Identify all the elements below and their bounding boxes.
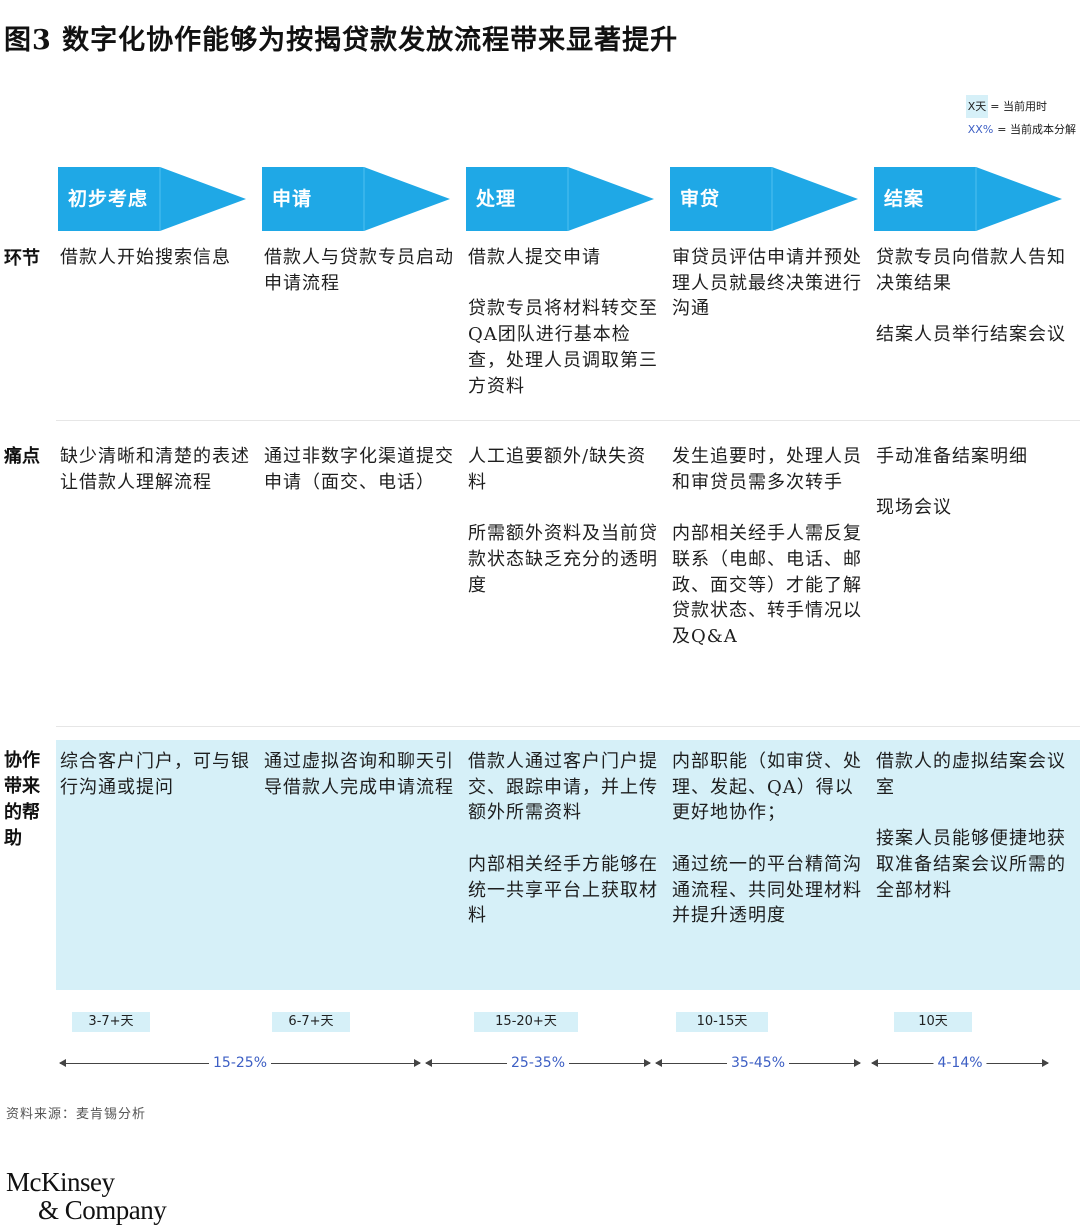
pain-cell-1: 缺少清晰和清楚的表述让借款人理解流程 xyxy=(60,444,250,495)
cost-value: 4-14% xyxy=(933,1054,987,1072)
days-badge-3: 15-20+天 xyxy=(474,1012,578,1032)
stage-banner-4: 审贷 xyxy=(670,167,858,231)
days-badge-2: 6-7+天 xyxy=(272,1012,350,1032)
row-divider xyxy=(56,420,1080,421)
legend-days-key: X天 xyxy=(965,95,989,118)
stage-name: 处理 xyxy=(476,188,517,210)
cell-text: 手动准备结案明细 xyxy=(876,446,1028,467)
stage-name: 结案 xyxy=(884,188,925,210)
cell-text: 综合客户门户，可与银行沟通或提问 xyxy=(60,751,250,798)
help-row-background xyxy=(56,740,1080,990)
arrow-right-icon xyxy=(414,1059,421,1067)
legend-cost-key: XX% xyxy=(967,123,994,136)
arrow-left-icon xyxy=(59,1059,66,1067)
cell-text: 借款人提交申请 xyxy=(468,247,601,268)
row-label-pain: 痛点 xyxy=(4,446,40,467)
stage-cell-2: 借款人与贷款专员启动申请流程 xyxy=(264,245,454,296)
cost-span-2: 25-35% xyxy=(425,1054,651,1072)
cell-text: 借款人的虚拟结案会议室 xyxy=(876,751,1066,798)
row-label-stage: 环节 xyxy=(4,248,40,269)
cell-text: 贷款专员将材料转交至QA团队进行基本检查，处理人员调取第三方资料 xyxy=(468,298,658,397)
arrow-right-icon xyxy=(854,1059,861,1067)
cost-value: 35-45% xyxy=(727,1054,789,1072)
stage-banner-2: 申请 xyxy=(262,167,450,231)
days-badge-1: 3-7+天 xyxy=(72,1012,150,1032)
help-cell-5: 借款人的虚拟结案会议室 接案人员能够便捷地获取准备结案会议所需的全部材料 xyxy=(876,749,1066,903)
days-badge-5: 10天 xyxy=(894,1012,972,1032)
stage-banner-1: 初步考虑 xyxy=(58,167,246,231)
cell-text: 贷款专员向借款人告知决策结果 xyxy=(876,247,1066,294)
mckinsey-logo: McKinsey & Company xyxy=(6,1167,167,1225)
banner-arrow-shape xyxy=(58,167,246,231)
pain-cell-5: 手动准备结案明细 现场会议 xyxy=(876,444,1066,521)
cell-text: 借款人通过客户门户提交、跟踪申请，并上传额外所需资料 xyxy=(468,751,658,824)
stage-banner-5: 结案 xyxy=(874,167,1062,231)
cell-text: 人工追要额外/缺失资料 xyxy=(468,446,647,493)
stage-name: 初步考虑 xyxy=(68,188,149,210)
pain-cell-4: 发生追要时，处理人员和审贷员需多次转手 内部相关经手人需反复联系（电邮、电话、邮… xyxy=(672,444,862,650)
stage-name: 申请 xyxy=(272,188,313,210)
stage-cell-3: 借款人提交申请 贷款专员将材料转交至QA团队进行基本检查，处理人员调取第三方资料 xyxy=(468,245,658,399)
stage-cell-1: 借款人开始搜索信息 xyxy=(60,245,250,271)
banner-arrow-shape xyxy=(874,167,1062,231)
cell-text: 通过虚拟咨询和聊天引导借款人完成申请流程 xyxy=(264,751,454,798)
row-label-help: 协作带来的帮助 xyxy=(4,750,40,849)
cost-span-4: 4-14% xyxy=(871,1054,1049,1072)
stage-name: 审贷 xyxy=(680,188,721,210)
cell-text: 缺少清晰和清楚的表述让借款人理解流程 xyxy=(60,446,250,493)
row-divider xyxy=(56,726,1080,727)
source-note: 资料来源：麦肯锡分析 xyxy=(6,1107,147,1122)
legend-days: X天 = 当前用时 xyxy=(965,95,1076,118)
cell-text: 所需额外资料及当前贷款状态缺乏充分的透明度 xyxy=(468,523,658,596)
cell-text: 内部职能（如审贷、处理、发起、QA）得以更好地协作； xyxy=(672,751,862,824)
stage-cell-5: 贷款专员向借款人告知决策结果 结案人员举行结案会议 xyxy=(876,245,1066,348)
cell-text: 通过统一的平台精简沟通流程、共同处理材料并提升透明度 xyxy=(672,853,862,927)
cell-text: 内部相关经手方能够在统一共享平台上获取材料 xyxy=(468,853,658,927)
cell-text: 审贷员评估申请并预处理人员就最终决策进行沟通 xyxy=(672,247,862,320)
help-cell-3: 借款人通过客户门户提交、跟踪申请，并上传额外所需资料 内部相关经手方能够在统一共… xyxy=(468,749,658,929)
legend: X天 = 当前用时 XX% = 当前成本分解 xyxy=(965,95,1076,141)
cost-span-1: 15-25% xyxy=(59,1054,421,1072)
cell-text: 接案人员能够便捷地获取准备结案会议所需的全部材料 xyxy=(876,828,1066,901)
help-cell-4: 内部职能（如审贷、处理、发起、QA）得以更好地协作； 通过统一的平台精简沟通流程… xyxy=(672,749,862,929)
stage-banner-3: 处理 xyxy=(466,167,654,231)
arrow-left-icon xyxy=(425,1059,432,1067)
cost-value: 25-35% xyxy=(507,1054,569,1072)
cost-span-3: 35-45% xyxy=(655,1054,861,1072)
logo-line-2: & Company xyxy=(38,1195,167,1225)
legend-cost: XX% = 当前成本分解 xyxy=(966,118,1076,141)
cell-text: 借款人开始搜索信息 xyxy=(60,247,231,268)
arrow-right-icon xyxy=(1042,1059,1049,1067)
banner-arrow-shape xyxy=(262,167,450,231)
page-title: 图3 数字化协作能够为按揭贷款发放流程带来显著提升 xyxy=(4,25,679,56)
help-cell-1: 综合客户门户，可与银行沟通或提问 xyxy=(60,749,250,800)
banner-arrow-shape xyxy=(466,167,654,231)
cell-text: 发生追要时，处理人员和审贷员需多次转手 xyxy=(672,446,862,493)
legend-days-desc: = 当前用时 xyxy=(990,100,1048,113)
arrow-right-icon xyxy=(644,1059,651,1067)
pain-cell-3: 人工追要额外/缺失资料 所需额外资料及当前贷款状态缺乏充分的透明度 xyxy=(468,444,658,598)
cost-value: 15-25% xyxy=(209,1054,271,1072)
banner-arrow-shape xyxy=(670,167,858,231)
logo-line-1: McKinsey xyxy=(6,1167,115,1197)
cell-text: 结案人员举行结案会议 xyxy=(876,324,1066,346)
help-cell-2: 通过虚拟咨询和聊天引导借款人完成申请流程 xyxy=(264,749,454,800)
cell-text: 借款人与贷款专员启动申请流程 xyxy=(264,247,454,294)
cell-text: 内部相关经手人需反复联系（电邮、电话、邮政、面交等）才能了解贷款状态、转手情况以… xyxy=(672,523,862,647)
days-badge-4: 10-15天 xyxy=(676,1012,768,1032)
legend-cost-desc: = 当前成本分解 xyxy=(997,123,1076,136)
cell-text: 通过非数字化渠道提交申请（面交、电话） xyxy=(264,446,454,493)
cell-text: 现场会议 xyxy=(876,497,952,519)
arrow-left-icon xyxy=(655,1059,662,1067)
arrow-left-icon xyxy=(871,1059,878,1067)
pain-cell-2: 通过非数字化渠道提交申请（面交、电话） xyxy=(264,444,454,495)
stage-cell-4: 审贷员评估申请并预处理人员就最终决策进行沟通 xyxy=(672,245,862,322)
